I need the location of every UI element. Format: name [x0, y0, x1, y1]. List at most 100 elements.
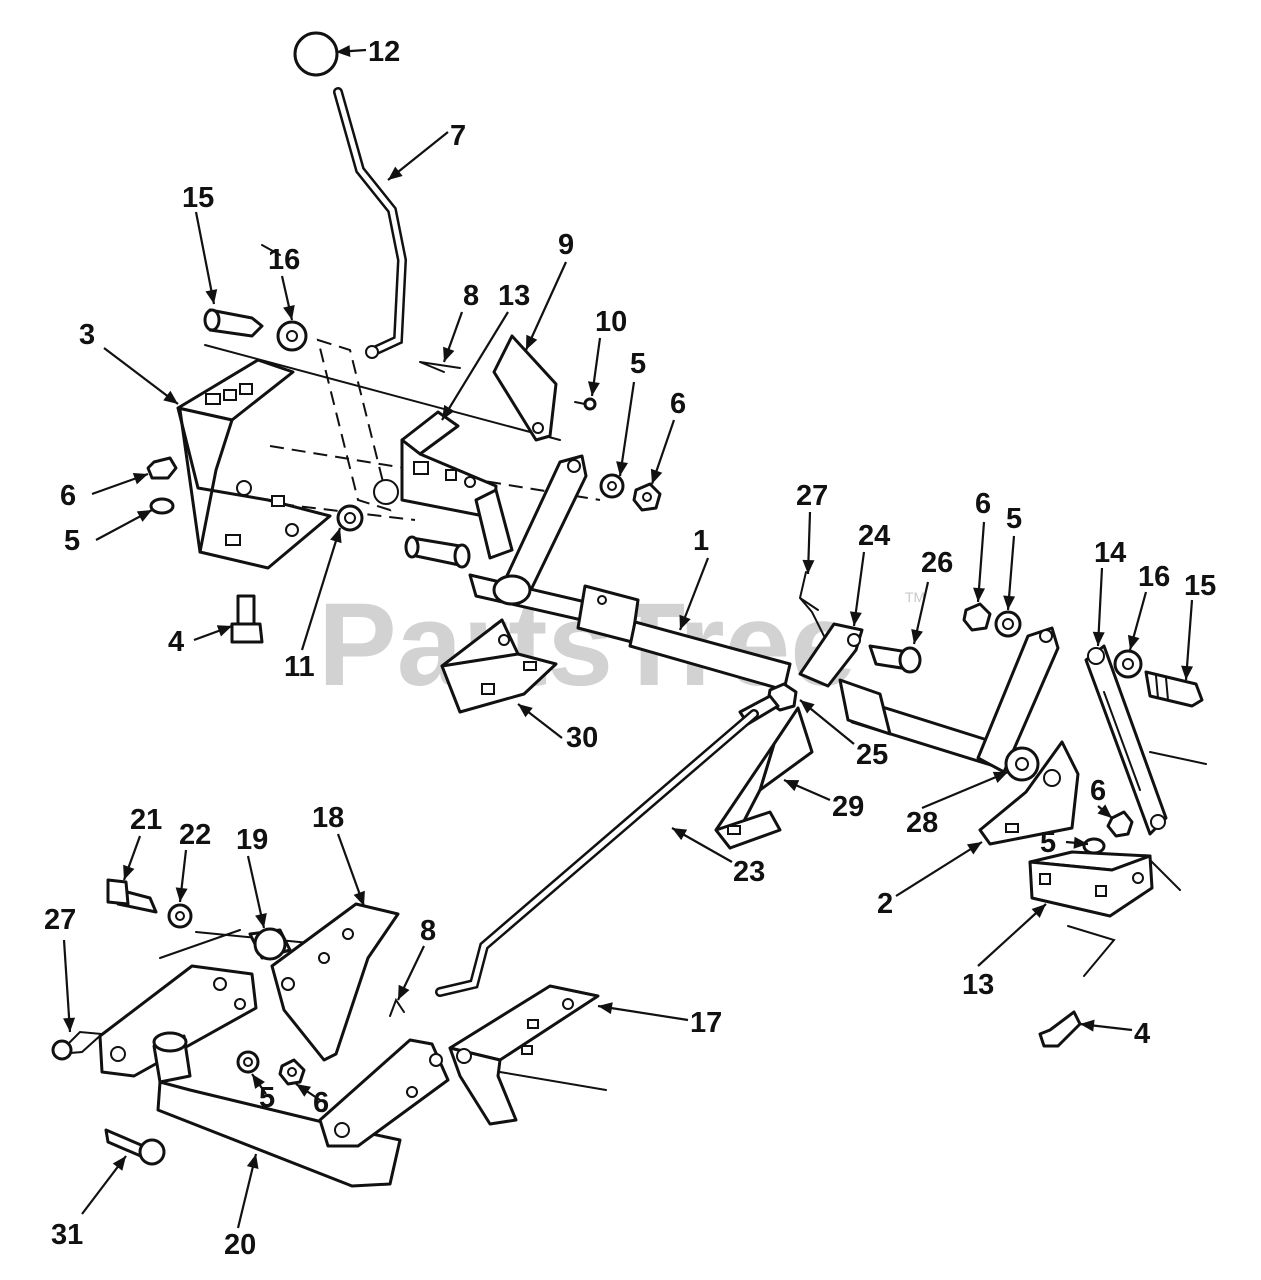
leader-arrowhead-0	[336, 45, 351, 58]
callout-21: 21	[130, 804, 162, 836]
part-6-nut-right-lower	[1106, 810, 1134, 838]
leader-arrowhead-23	[1127, 634, 1140, 650]
part-lift-arm-right	[976, 626, 1060, 774]
leader-arrowhead-20	[973, 587, 986, 602]
callout-9: 9	[558, 229, 574, 261]
part-6-nut-left	[146, 456, 178, 480]
callout-8: 8	[420, 915, 436, 947]
callout-5: 5	[1040, 827, 1056, 859]
callout-5: 5	[1006, 503, 1022, 535]
callout-16: 16	[1138, 561, 1170, 593]
leader-arrowhead-32	[1080, 1019, 1095, 1032]
leader-arrowhead-41	[252, 1074, 265, 1089]
part-15-bolt-right	[1144, 670, 1204, 708]
part-pin-left	[404, 535, 471, 569]
leader-arrowhead-43	[112, 1156, 126, 1171]
leader-line-10	[103, 347, 179, 405]
watermark-trademark: TM	[905, 589, 925, 605]
leader-arrowhead-5	[442, 404, 455, 420]
callout-23: 23	[733, 856, 765, 888]
part-8-hairpin-upper	[419, 361, 461, 373]
part-5-washer-left	[149, 497, 175, 515]
leader-arrowhead-14	[330, 528, 342, 544]
callout-10: 10	[595, 306, 627, 338]
callout-3: 3	[79, 319, 95, 351]
part-21-bolt	[106, 878, 158, 914]
leader-arrowhead-7	[587, 381, 600, 396]
part-15-bolt-left	[203, 308, 264, 338]
part-9-plate	[492, 334, 558, 442]
part-24-yoke	[798, 622, 864, 688]
part-27-clip-upper	[798, 571, 827, 641]
leader-line-14	[300, 527, 342, 651]
leader-arrowhead-4	[443, 346, 455, 362]
part-4-bolt-left	[230, 594, 264, 644]
part-23-lift-link	[435, 709, 759, 997]
leader-arrowhead-26	[784, 780, 800, 792]
leader-arrowhead-44	[246, 1154, 259, 1170]
leader-arrowhead-17	[802, 559, 815, 574]
part-16-washer-left	[276, 320, 308, 352]
part-5-washer-lower	[236, 1050, 260, 1074]
leader-arrowhead-11	[132, 473, 148, 485]
callout-15: 15	[182, 182, 214, 214]
callout-25: 25	[856, 739, 888, 771]
leader-arrowhead-38	[63, 1017, 76, 1032]
callout-4: 4	[1134, 1018, 1150, 1050]
leader-arrowhead-35	[175, 887, 188, 902]
callout-14: 14	[1094, 537, 1126, 569]
part-11-clip	[336, 504, 364, 532]
leader-arrowhead-25	[800, 700, 815, 714]
part-22-washer	[167, 903, 193, 929]
callout-13: 13	[962, 969, 994, 1001]
callout-numbers: 12 7 15 16 8 13 9 10 5 6 3 6 5 4 11 30 1…	[44, 36, 1216, 1261]
leader-arrowhead-19	[911, 629, 923, 644]
leader-arrowhead-37	[353, 890, 365, 906]
part-5-washer-right-upper	[994, 610, 1022, 638]
part-27-clip-lower	[51, 1030, 105, 1061]
leader-arrowhead-15	[518, 704, 533, 718]
leader-arrowhead-33	[672, 828, 688, 841]
callout-7: 7	[450, 120, 466, 152]
callout-28: 28	[906, 807, 938, 839]
callout-2: 2	[877, 888, 893, 920]
part-6-nut-upper	[632, 482, 662, 512]
leader-arrowhead-36	[255, 913, 267, 928]
part-18-pedal-arm	[270, 902, 400, 1062]
part-16-washer-right	[1113, 649, 1143, 679]
leader-arrowhead-22	[1092, 631, 1105, 646]
callout-16: 16	[268, 244, 300, 276]
leader-arrowhead-12	[136, 510, 152, 522]
part-26-pin	[868, 644, 922, 674]
leader-arrowhead-6	[526, 334, 538, 350]
leader-arrowhead-2	[205, 289, 218, 304]
callout-27: 27	[796, 480, 828, 512]
callout-30: 30	[566, 722, 598, 754]
leader-arrowhead-30	[966, 842, 982, 855]
part-19-bushing	[248, 927, 292, 961]
callout-15: 15	[1184, 570, 1216, 602]
leader-arrowhead-27	[992, 771, 1008, 783]
part-4-bolt-right	[1038, 1010, 1082, 1048]
leader-arrowhead-24	[1181, 665, 1194, 680]
leader-line-27	[921, 770, 1009, 810]
callout-20: 20	[224, 1229, 256, 1261]
callout-13: 13	[498, 280, 530, 312]
leader-arrowhead-31	[1031, 904, 1046, 918]
part-14-link	[1084, 644, 1168, 836]
callout-6: 6	[670, 388, 686, 420]
leader-line-2	[194, 211, 216, 305]
callout-22: 22	[179, 819, 211, 851]
callout-8: 8	[463, 280, 479, 312]
part-6-nut-right-upper	[962, 602, 992, 632]
callout-24: 24	[858, 520, 890, 552]
part-12-knob	[293, 31, 339, 77]
part-5-washer-upper	[599, 473, 625, 499]
part-30-bracket	[440, 618, 558, 714]
leader-line-40	[597, 1004, 689, 1022]
leader-arrowhead-39	[398, 984, 410, 1000]
leader-arrowhead-16	[679, 614, 691, 630]
callout-5: 5	[259, 1082, 275, 1114]
callout-29: 29	[832, 791, 864, 823]
